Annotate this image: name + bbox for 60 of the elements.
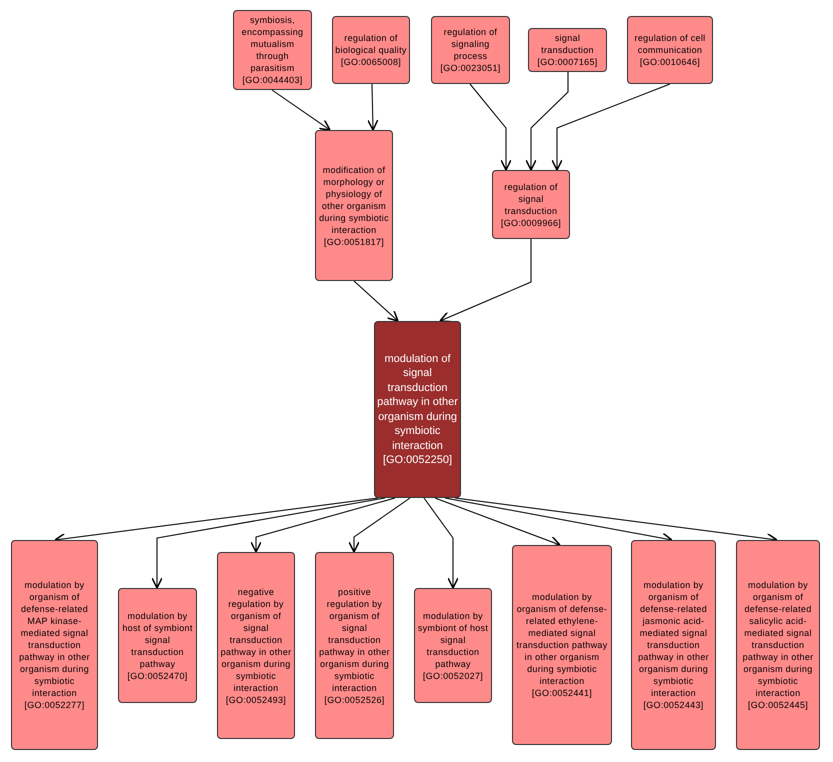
- term-id: [GO:0007165]: [537, 56, 598, 68]
- term-id: [GO:0023051]: [440, 62, 501, 74]
- term-name: modulation by organism of defense-related MAP kinase-mediated signal transduction pathway in other organism during symbiotic interaction: [18, 579, 91, 699]
- term-id: [GO:0052250]: [382, 453, 452, 468]
- term-box: [528, 28, 607, 72]
- term-box: [631, 540, 716, 750]
- term-name: negative regulation by organism of signal transduction pathway in other organism during symbiotic interaction: [220, 586, 292, 694]
- arrow: [551, 84, 670, 171]
- term-id: [GO:0010646]: [640, 56, 700, 68]
- arrow: [525, 72, 568, 171]
- term-id: [GO:0052470]: [127, 670, 188, 682]
- term-id: [GO:0052445]: [748, 699, 808, 711]
- term-name: modulation by host of symbiont signal transduction pathway: [121, 610, 194, 670]
- term-box: [315, 552, 394, 739]
- term-box: [627, 16, 713, 84]
- arrow: [250, 498, 396, 553]
- term-box: [512, 545, 612, 745]
- term-id: [GO:0052441]: [532, 687, 592, 699]
- arrow: [434, 498, 561, 547]
- term-box: [736, 540, 820, 750]
- term-name: regulation of cell communication: [634, 32, 706, 56]
- term-box: [431, 16, 510, 84]
- term-name: symbiosis, encompassing mutualism through parasitism: [240, 14, 304, 74]
- term-box: [233, 10, 312, 90]
- term-box: [217, 552, 295, 739]
- term-box: [11, 540, 98, 750]
- arrow: [424, 498, 459, 589]
- arrow: [151, 498, 386, 589]
- term-name: modulation by symbiont of host signal transduction pathway: [417, 610, 489, 670]
- term-id: [GO:0052277]: [24, 699, 85, 711]
- term-id: [GO:0052027]: [422, 670, 484, 682]
- term-name: regulation of signal transduction: [503, 180, 559, 216]
- term-name: modulation of signal transduction pathway in other organism during symbiotic interaction: [377, 352, 458, 453]
- term-box: [118, 588, 197, 703]
- term-box: [414, 588, 492, 703]
- term-name: modification of morphology or physiology of other organism during symbiotic interaction: [318, 164, 390, 236]
- term-id: [GO:0052493]: [226, 694, 286, 706]
- term-box: [492, 170, 570, 239]
- term-name: modulation by organism of defense-related jasmonic acid-mediated signal transduction pathway in other organism during symbiotic interaction: [637, 579, 710, 699]
- term-box: [315, 130, 393, 281]
- term-name: modulation by organism of defense-related salicylic acid-mediated signal transduction pathway in other organism during symbiotic interaction: [742, 579, 814, 699]
- term-name: modulation by organism of defense-related ethylene-mediated signal transduction pathway in other organism during symbiotic interaction: [515, 591, 609, 687]
- term-box: [374, 321, 461, 498]
- term-name: regulation of signaling process: [442, 26, 498, 62]
- term-name: signal transduction: [540, 32, 595, 56]
- term-name: positive regulation by organism of signal transduction pathway in other organism during symbiotic interaction: [318, 586, 391, 694]
- arrow: [470, 84, 512, 171]
- term-id: [GO:0051817]: [324, 236, 384, 248]
- arrow: [272, 90, 331, 131]
- arrow: [367, 84, 379, 131]
- term-id: [GO:0009966]: [500, 216, 562, 228]
- arrow: [439, 238, 532, 322]
- term-name: regulation of biological quality: [335, 32, 407, 56]
- term-id: [GO:0044403]: [242, 74, 303, 86]
- arrow: [354, 280, 399, 322]
- term-box: [332, 16, 410, 84]
- term-id: [GO:0052526]: [324, 694, 385, 706]
- arrow: [348, 498, 410, 553]
- term-id: [GO:0065008]: [340, 56, 402, 68]
- term-id: [GO:0052443]: [643, 699, 704, 711]
